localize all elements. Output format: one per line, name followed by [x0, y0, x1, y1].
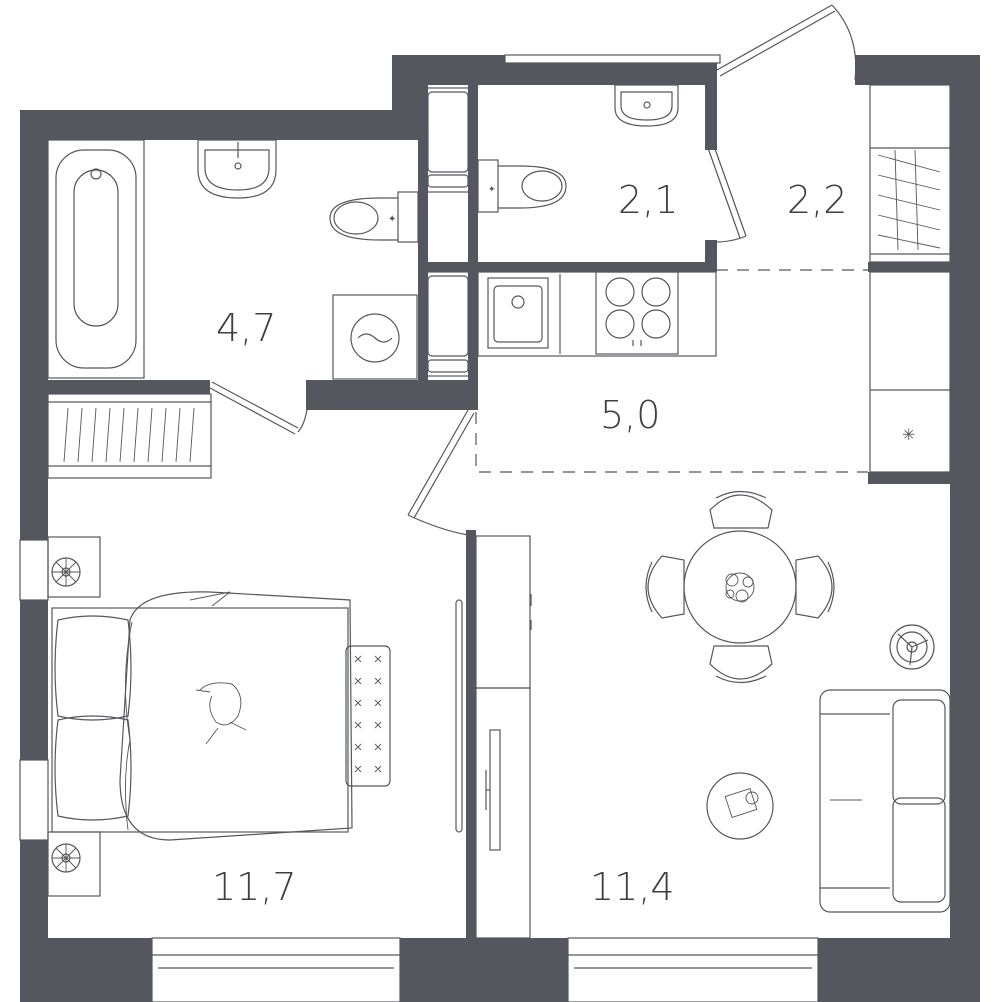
svg-text:✳: ✳	[902, 425, 915, 444]
wall-cabinet-icon	[423, 87, 473, 377]
kitchen-counter	[477, 271, 717, 357]
toilet-icon: ✦	[329, 191, 419, 243]
room-area-toilet: 2,1	[618, 178, 678, 222]
coffee-table-icon	[706, 772, 774, 840]
wardrobe-icon	[869, 84, 951, 263]
bench-icon	[345, 645, 391, 787]
svg-text:✦: ✦	[488, 185, 496, 195]
room-area-bedroom: 11,7	[212, 865, 297, 909]
room-area-bathroom: 4,7	[216, 306, 276, 350]
tv-icon	[485, 729, 501, 851]
chair-icon	[645, 490, 835, 684]
sink-icon	[614, 84, 679, 127]
living-storage-icon	[475, 535, 532, 939]
svg-text:✦: ✦	[388, 214, 396, 225]
wardrobe-icon	[47, 393, 212, 479]
room-area-hallway: 2,2	[787, 178, 847, 222]
toilet-icon: ✦	[477, 159, 567, 213]
kitchen-zone-outline	[475, 269, 868, 473]
door-icon	[209, 4, 857, 536]
plant-icon	[725, 572, 755, 603]
washing-machine-icon	[332, 294, 418, 380]
pillow-icon	[54, 615, 132, 821]
kitchen-sink-icon	[487, 274, 561, 354]
stove-icon	[595, 271, 679, 355]
floor-lamp-icon	[889, 624, 935, 670]
room-area-living-room: 11,4	[590, 865, 675, 909]
room-area-kitchen: 5,0	[600, 393, 660, 437]
sink-icon	[197, 139, 277, 199]
kitchen-cabinet-icon: ✳	[869, 271, 951, 473]
bed-icon	[51, 591, 353, 841]
window-icon	[19, 54, 819, 1002]
dining-table-icon	[683, 530, 797, 644]
bathtub-icon	[47, 139, 145, 379]
mirror-icon	[455, 599, 463, 833]
sofa-icon	[819, 689, 951, 913]
